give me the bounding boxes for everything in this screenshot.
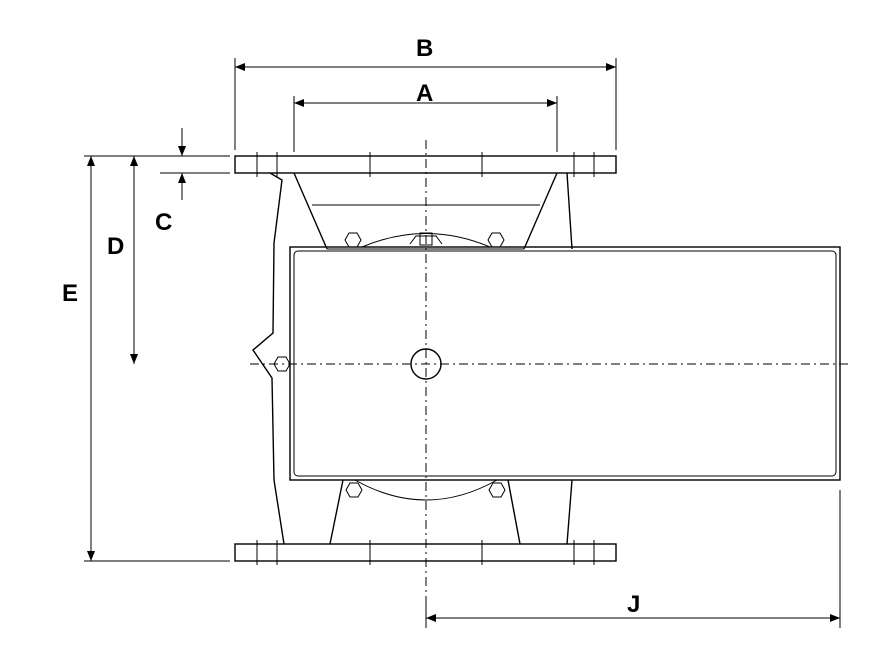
centerlines <box>250 140 852 622</box>
bolt-hex-icon <box>273 356 291 372</box>
dimension-lines <box>87 63 840 622</box>
shaft-circle <box>410 348 442 380</box>
dimension-label-c: C <box>155 209 172 236</box>
dimension-label-d: D <box>107 233 124 260</box>
bottom-flange <box>234 540 617 565</box>
dimension-label-j: J <box>627 591 640 618</box>
valve-housing <box>252 172 573 545</box>
bolt-hex-icon <box>488 482 506 498</box>
drive-box <box>289 246 841 481</box>
dimension-label-b: B <box>416 35 433 62</box>
top-flange <box>234 152 617 177</box>
bolt-hex-icon <box>344 232 362 248</box>
bolt-heads <box>273 232 506 498</box>
bolt-hex-icon <box>345 482 363 498</box>
bolt-hex-icon <box>487 232 505 248</box>
extension-lines <box>84 58 841 628</box>
dimension-label-e: E <box>62 280 78 307</box>
dimension-label-a: A <box>416 80 433 107</box>
